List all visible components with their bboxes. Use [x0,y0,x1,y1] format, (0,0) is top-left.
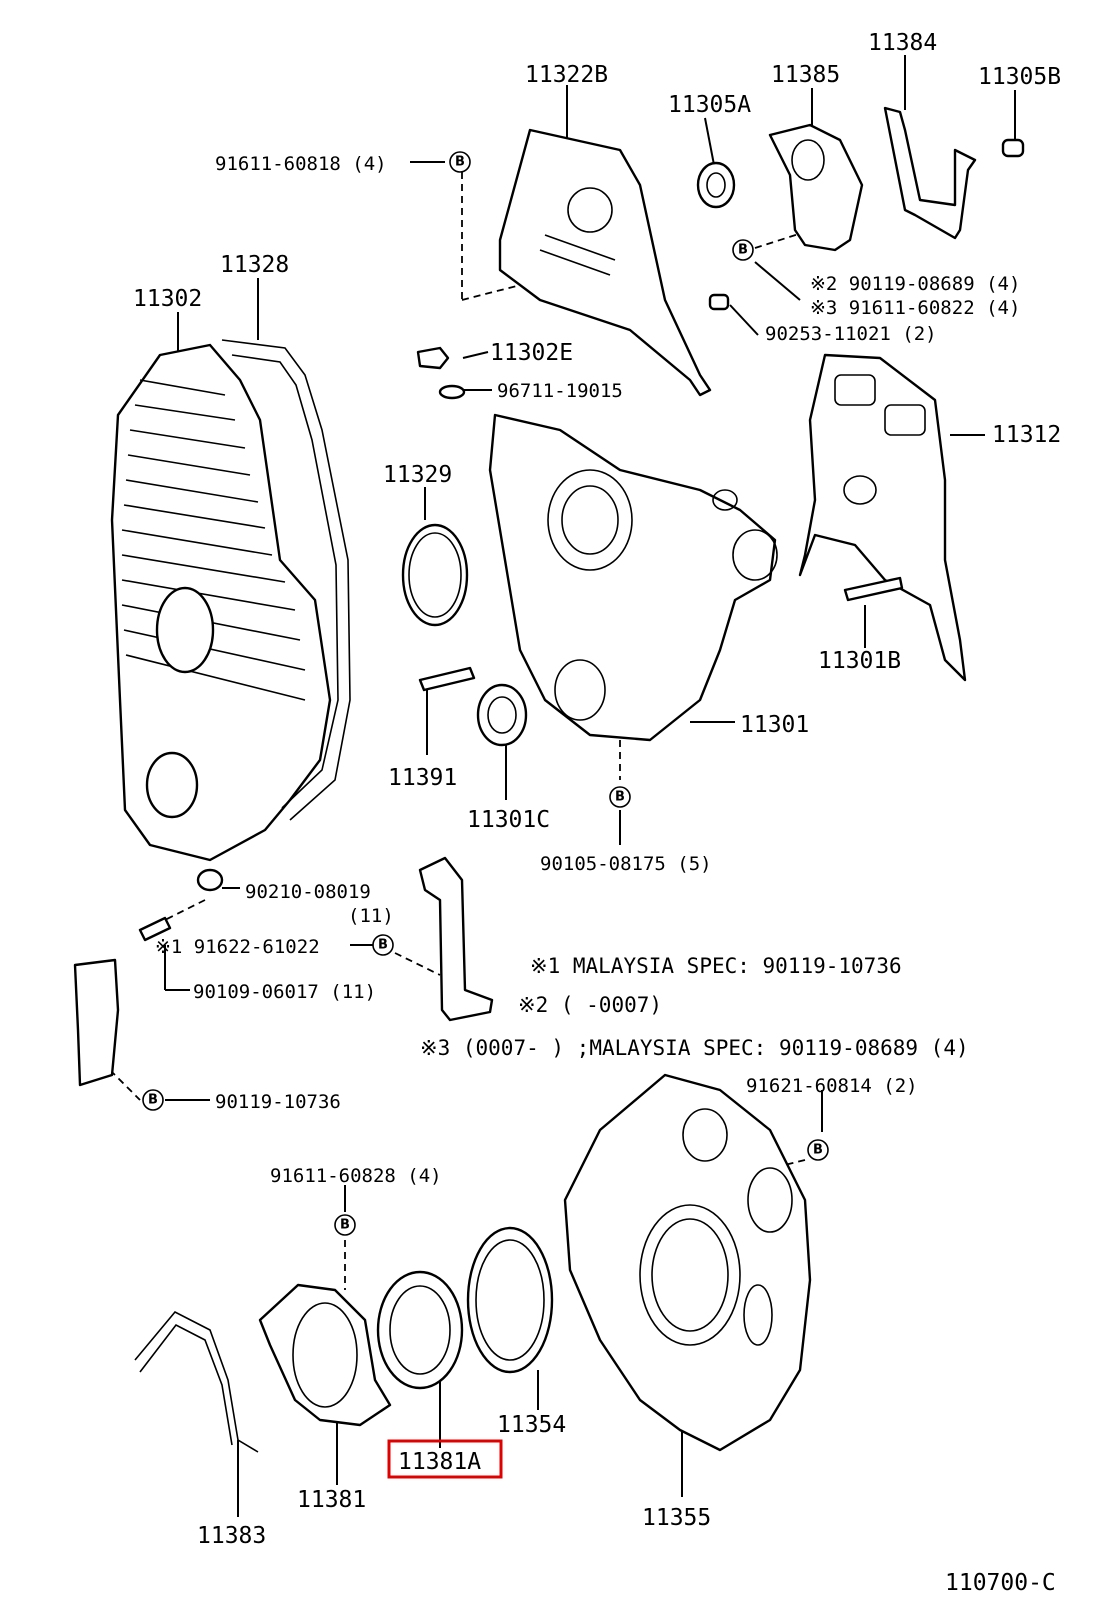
label-11391: 11391 [388,765,457,791]
part-left-bracket [73,958,120,1087]
part-11305B-pin [1001,138,1025,158]
part-11383-gasket [134,1310,259,1453]
label-90210-08019: 90210-08019 [245,881,371,903]
part-11355-plate [563,1073,812,1452]
part-11381-retainer [258,1283,392,1427]
bolt-marker-91611-60828: B [334,1214,356,1236]
bolt-marker-11301: B [609,786,631,808]
label-90210-qty: (11) [348,905,394,927]
label-11301B: 11301B [818,648,901,674]
diagram-id: 110700-C [945,1570,1056,1596]
bolt-markers: B B B B B B B [142,151,829,1236]
label-11381: 11381 [297,1487,366,1513]
part-90253-pin [708,293,730,311]
bolt-marker-91621: B [807,1139,829,1161]
label-11305A: 11305A [668,92,751,118]
label-11305B: 11305B [978,64,1061,90]
part-11322B-plate [498,128,712,397]
label-11312: 11312 [992,422,1061,448]
part-11329-oring [401,523,469,627]
part-11381A-seal [376,1270,464,1390]
label-91611-60822: ※3 91611-60822 (4) [810,297,1020,319]
part-11391-pin [418,666,476,692]
highlight-box-11381A [387,1439,503,1479]
label-11322B: 11322B [525,62,608,88]
label-91611-60818: 91611-60818 (4) [215,153,387,175]
svg-text:B: B [378,938,388,953]
label-11329: 11329 [383,462,452,488]
label-90105-08175: 90105-08175 (5) [540,853,712,875]
part-11385-housing [768,123,864,252]
part-11301-case [488,413,777,742]
part-11328-gasket [221,339,351,821]
part-11384-bracket [883,106,977,240]
svg-text:B: B [615,790,625,805]
label-96711-19015: 96711-19015 [497,380,623,402]
label-11328: 11328 [220,252,289,278]
leader-lines [109,55,1016,1517]
label-90119-08689: ※2 90119-08689 (4) [810,273,1020,295]
svg-text:B: B [148,1093,158,1108]
part-11305A-seal [696,161,736,209]
part-11301B-stud [843,576,904,602]
label-11385: 11385 [771,62,840,88]
part-shapes [73,106,1025,1453]
label-90253-11021: 90253-11021 (2) [765,323,937,345]
label-11355: 11355 [642,1505,711,1531]
note-2: ※2 ( -0007) [518,993,662,1017]
part-11302-cover [110,343,332,862]
label-91622-61022: ※1 91622-61022 [155,936,320,958]
svg-text:B: B [738,243,748,258]
part-11301C-seal [476,683,528,747]
label-11383: 11383 [197,1523,266,1549]
bolt-marker-90119: B [142,1089,164,1111]
part-90210-grommet [196,868,224,892]
note-3: ※3 (0007- ) ;MALAYSIA SPEC: 90119-08689 … [420,1036,969,1060]
svg-text:B: B [340,1218,350,1233]
label-90119-10736: 90119-10736 [215,1091,341,1113]
part-labels: 11384 11305B 11322B 11385 11305A 91611-6… [133,30,1061,1596]
part-90109-bolt [138,916,172,942]
label-11302: 11302 [133,286,202,312]
part-hook-bracket [418,856,494,1022]
label-11302E: 11302E [490,340,573,366]
note-1: ※1 MALAYSIA SPEC: 90119-10736 [530,954,902,978]
bolt-marker-11385: B [732,239,754,261]
label-11381A: 11381A [398,1449,481,1475]
label-90109-06017: 90109-06017 (11) [193,981,376,1003]
part-11312-gasket [798,353,967,682]
part-11302E-cap [416,346,450,370]
svg-text:B: B [813,1143,823,1158]
label-11354: 11354 [497,1412,566,1438]
bolt-marker-11322B: B [449,151,471,173]
svg-text:B: B [455,155,465,170]
spec-notes: ※1 MALAYSIA SPEC: 90119-10736 ※2 ( -0007… [420,954,969,1060]
bolt-marker-91622: B [372,934,394,956]
label-11384: 11384 [868,30,937,56]
part-96711-grommet [438,384,466,400]
label-91621-60814: 91621-60814 (2) [746,1075,918,1097]
label-11301: 11301 [740,712,809,738]
label-91611-60828: 91611-60828 (4) [270,1165,442,1187]
label-11301C: 11301C [467,807,550,833]
part-11354-seal [466,1226,554,1374]
